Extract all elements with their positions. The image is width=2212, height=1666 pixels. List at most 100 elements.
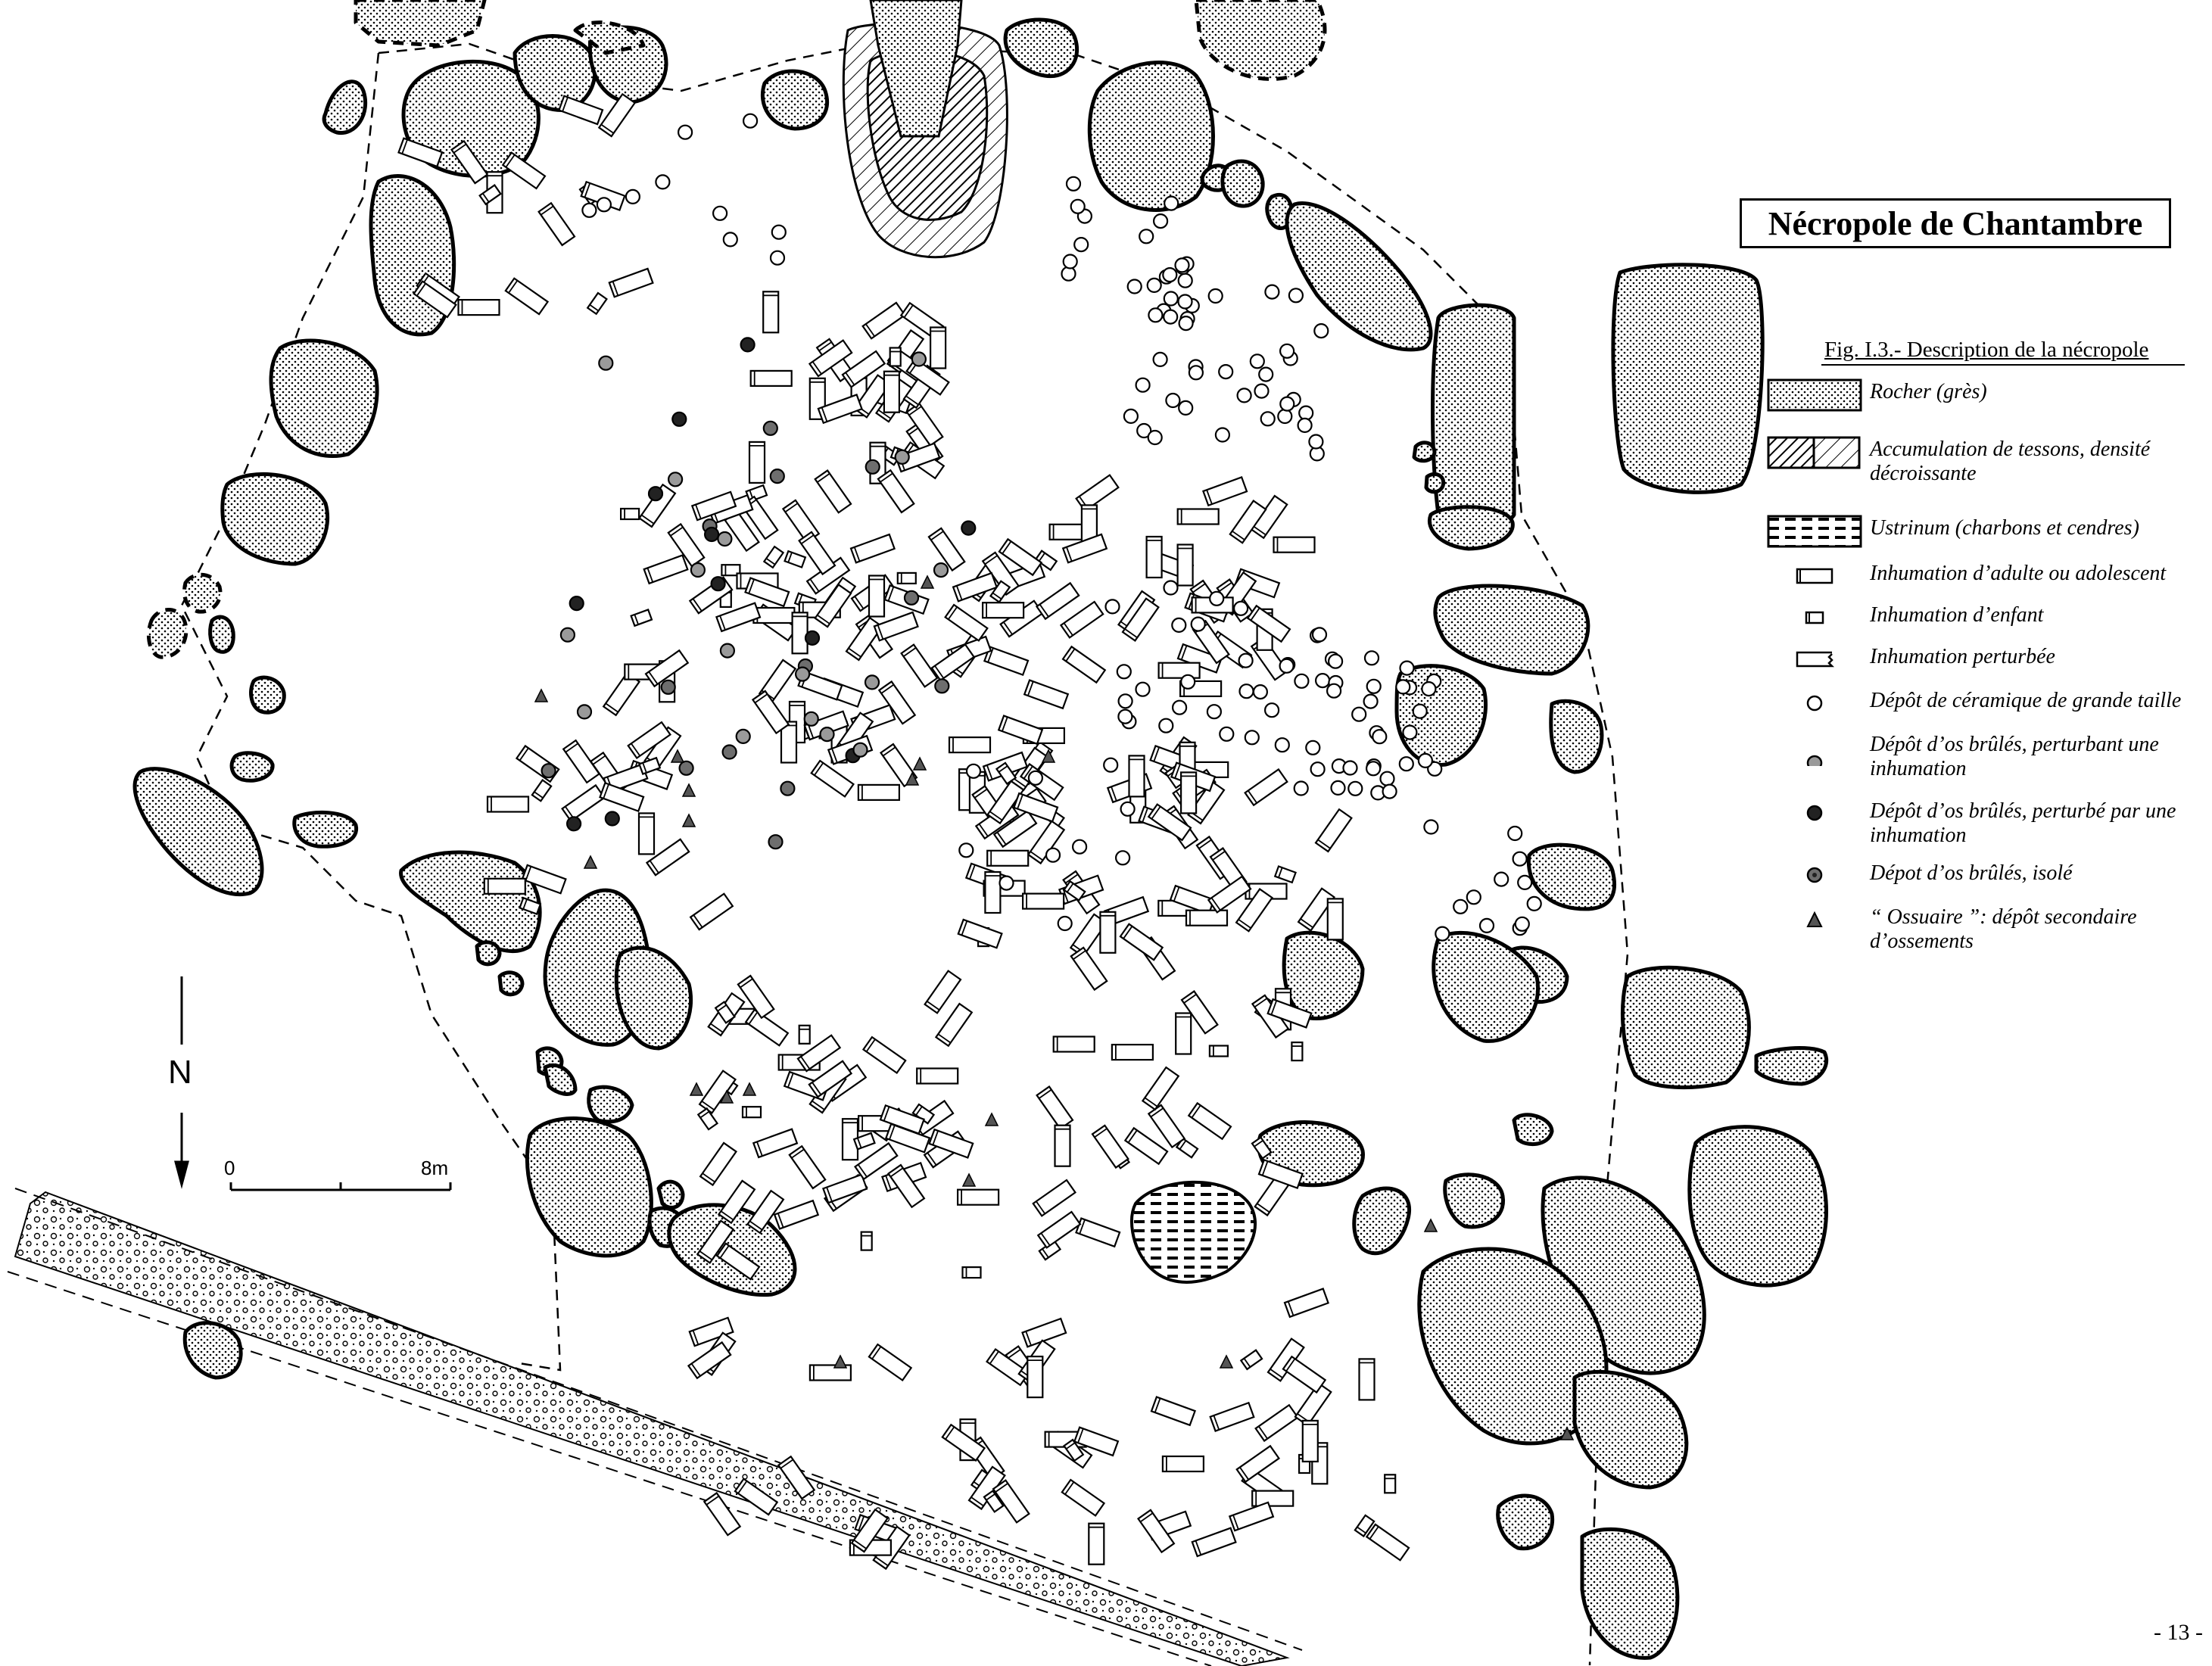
adult-burial (928, 1128, 974, 1159)
ceramic-deposit (1057, 915, 1073, 932)
ossuary-deposit (719, 1089, 734, 1104)
adult-burial (905, 357, 950, 396)
adult-burial (1099, 911, 1117, 954)
ceramic-deposit (1163, 291, 1179, 307)
child-burial (1273, 865, 1297, 884)
adult-burial (791, 612, 808, 655)
bones-disturbing (803, 711, 819, 727)
legend-label: Ustrinum (charbons et cendres) (1870, 516, 2139, 540)
ceramic-deposit (1152, 351, 1168, 367)
adult-burial (900, 643, 939, 688)
adult-burial (808, 339, 853, 378)
adult-burial (744, 577, 790, 608)
ceramic-deposit (1190, 616, 1206, 632)
adult-burial (997, 715, 1044, 746)
bones-isolated (769, 468, 785, 484)
child-burial (1384, 1474, 1397, 1494)
adult-burial (916, 1067, 959, 1085)
ceramic-deposit (1363, 693, 1379, 709)
child-burial (1251, 1136, 1273, 1160)
bones-isolated (934, 678, 950, 694)
ceramic-deposit (1399, 660, 1415, 676)
legend-item-child: Inhumation d’enfant (1767, 602, 2191, 647)
ceramic-deposit (1209, 590, 1225, 606)
adult-burial (1075, 1217, 1121, 1248)
adult-burial (944, 603, 989, 642)
ceramic-deposit (1177, 272, 1193, 288)
ceramic-deposit (1249, 353, 1265, 369)
bones-disturbing (576, 704, 593, 720)
adult-burial (413, 280, 457, 319)
adult-burial (857, 783, 901, 802)
bones-disturbed (961, 520, 977, 536)
adult-burial (905, 402, 944, 447)
ceramic-deposit (1147, 429, 1163, 446)
adult-burial (397, 137, 444, 168)
ossuary-deposit (833, 1354, 848, 1369)
adult-burial (1150, 1396, 1197, 1427)
ceramic-deposit (581, 202, 597, 218)
adult-burial (1128, 755, 1145, 798)
title-box: Nécropole de Chantambre (1740, 198, 2171, 248)
adult-burial (849, 533, 896, 564)
figure-caption: Fig. I.3.- Description de la nécropole (1824, 338, 2149, 362)
sherds-swatch-icon (1767, 436, 1861, 469)
ossuary-deposit (920, 575, 935, 589)
adult-burial (1228, 1501, 1275, 1532)
child-burial (531, 779, 553, 802)
adult-burial (1251, 1490, 1294, 1507)
child-burial (860, 1231, 873, 1251)
adult-burial (1027, 820, 1066, 865)
adult-burial (1023, 679, 1070, 710)
adult-burial (850, 1508, 889, 1553)
bones-disturbed (804, 630, 821, 646)
ceramic-deposit (1305, 740, 1321, 755)
adult-burial (644, 649, 690, 688)
adult-burial (1111, 1043, 1154, 1061)
adult-burial (868, 575, 886, 618)
adult-burial (717, 1179, 756, 1225)
disturbed-burial (981, 551, 1020, 596)
adult-burial (752, 1128, 799, 1159)
bones-disturbed (671, 411, 687, 427)
adult-burial (687, 1341, 732, 1380)
ceramic-deposit (1351, 706, 1367, 722)
legend-label: Dépôt de céramique de grande taille (1870, 689, 2182, 712)
ceramic-deposit (1526, 895, 1542, 912)
adult-burial (1180, 990, 1219, 1035)
adult-burial (1185, 909, 1229, 926)
adult-burial (1244, 768, 1288, 807)
adult-burial (688, 1316, 734, 1347)
ceramic-deposit (1174, 257, 1190, 273)
ceramic-deposit (1314, 672, 1331, 689)
ceramic-deposit (1298, 405, 1314, 421)
adult-burial (537, 201, 576, 247)
adult-burial (1141, 1066, 1180, 1111)
adult-burial (1147, 1104, 1186, 1149)
ossuary-deposit (689, 1082, 704, 1096)
legend-label: Inhumation d’enfant (1870, 603, 2044, 627)
ceramic-deposit (1135, 681, 1151, 697)
ceramic-deposit (1326, 683, 1342, 699)
ceramic-deposit (1398, 756, 1414, 772)
bones-disturbed (647, 486, 664, 502)
adult-burial (941, 1423, 986, 1462)
ceramic-deposit (1027, 770, 1044, 786)
adult-burial (1157, 662, 1201, 679)
ceramic-deposit (1517, 874, 1533, 891)
ossuary-deposit (961, 1172, 977, 1187)
ceramic-deposit (1478, 917, 1495, 934)
scale-start-label: 0 (224, 1157, 235, 1179)
bones-disturbing (794, 666, 811, 682)
bones-disturbing (559, 627, 576, 643)
adult-burial (1021, 1317, 1067, 1348)
adult-burial (810, 759, 855, 798)
ceramic-deposit (1379, 771, 1395, 786)
ceramic-deposit (1310, 761, 1326, 777)
adult-burial (1201, 476, 1248, 507)
disturbed-burial-icon (1796, 651, 1835, 668)
ceramic-deposit (1366, 678, 1382, 694)
adult-burial (1326, 898, 1344, 941)
adult-burial (984, 870, 1002, 914)
sherd-accumulation (842, 0, 1008, 259)
